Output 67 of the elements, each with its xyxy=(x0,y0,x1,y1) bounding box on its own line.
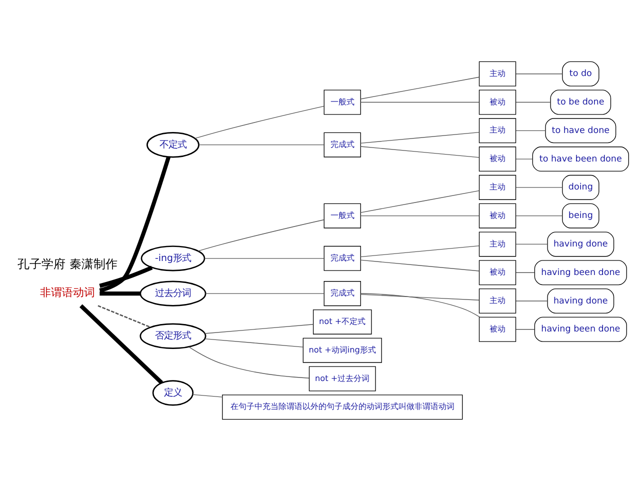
label: 孔子学府 秦潇制作 xyxy=(18,256,118,271)
connector xyxy=(194,105,324,138)
connector xyxy=(516,186,563,188)
node-box: 一般式 xyxy=(324,202,361,228)
connector xyxy=(516,328,535,330)
node-box: having done xyxy=(547,288,614,313)
connector xyxy=(100,291,140,296)
node-box: 被动 xyxy=(478,146,516,172)
node-box: to do xyxy=(562,60,600,86)
node-box: 被动 xyxy=(478,89,516,114)
node-text: 非谓语动词 xyxy=(40,286,95,299)
node-ellipse: 不定式 xyxy=(146,132,200,158)
connector xyxy=(360,190,480,212)
connector xyxy=(360,76,480,99)
node-box: 主动 xyxy=(478,174,516,200)
connector xyxy=(204,324,314,334)
node-box: to have done xyxy=(545,118,616,143)
node-ellipse: 过去分词 xyxy=(140,280,206,306)
connector xyxy=(516,101,551,102)
connector xyxy=(99,156,171,292)
connector xyxy=(516,300,548,301)
connector xyxy=(516,214,563,216)
connector xyxy=(360,214,480,216)
node-ellipse: 否定形式 xyxy=(140,322,206,348)
connector xyxy=(516,158,533,159)
connector xyxy=(360,131,480,144)
node-box: 主动 xyxy=(478,118,516,143)
node-ellipse: 定义 xyxy=(152,380,194,406)
node-box: 完成式 xyxy=(324,245,361,270)
node-box: having done xyxy=(547,231,614,256)
connector xyxy=(198,144,324,145)
connector xyxy=(98,304,151,328)
connector xyxy=(360,245,480,257)
node-box: not +过去分词 xyxy=(308,366,376,391)
node-box: 被动 xyxy=(478,202,516,228)
node-box: having been done xyxy=(534,316,627,342)
node-box: being xyxy=(562,202,600,228)
node-box: 主动 xyxy=(478,60,516,86)
connector xyxy=(360,146,480,158)
node-box: doing xyxy=(562,174,600,200)
connector xyxy=(99,265,153,288)
connector xyxy=(198,218,324,251)
node-box: to have been done xyxy=(532,146,629,172)
node-box: 一般式 xyxy=(324,89,361,114)
connector xyxy=(80,304,164,384)
node-box: not +动词ing形式 xyxy=(302,337,382,362)
connector xyxy=(360,101,480,102)
connector xyxy=(516,243,548,244)
connector xyxy=(360,259,480,271)
node-box: 完成式 xyxy=(324,132,361,157)
node-box: 被动 xyxy=(478,316,516,342)
node-box: 被动 xyxy=(478,260,516,285)
connector xyxy=(192,394,223,397)
connector xyxy=(516,73,563,74)
connector xyxy=(188,346,310,378)
node-box: 完成式 xyxy=(324,280,361,306)
connector xyxy=(360,294,480,300)
connector xyxy=(360,292,480,318)
node-box: having been done xyxy=(534,260,627,285)
node-box: not +不定式 xyxy=(312,308,372,334)
node-box: 主动 xyxy=(478,288,516,313)
node-box: to be done xyxy=(550,89,612,114)
node-box: 在句子中充当除谓语以外的句子成分的动词形式叫做非谓语动词 xyxy=(222,394,463,420)
connector xyxy=(205,292,324,294)
node-box: 主动 xyxy=(478,231,516,256)
node-ellipse: -ing形式 xyxy=(140,245,206,271)
connector xyxy=(204,338,304,347)
